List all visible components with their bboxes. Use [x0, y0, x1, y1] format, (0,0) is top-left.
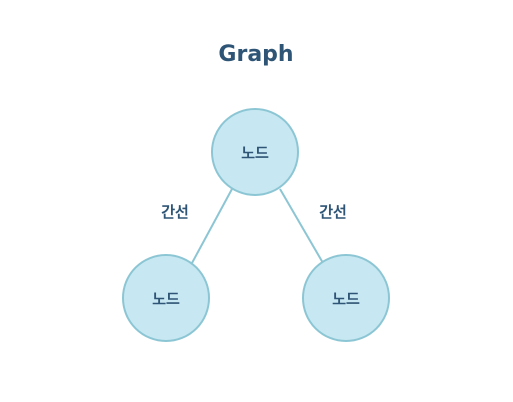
edge-top-bottom-right — [279, 188, 324, 264]
node-bottom-right: 노드 — [302, 254, 390, 342]
node-bottom-right-circle — [302, 254, 390, 342]
node-top: 노드 — [211, 108, 299, 196]
node-bottom-left-circle — [122, 254, 210, 342]
node-bottom-right-label: 노드 — [332, 290, 360, 308]
edge-label-left: 간선 — [161, 203, 189, 221]
node-bottom-left: 노드 — [122, 254, 210, 342]
node-top-circle — [211, 108, 299, 196]
edge-label-right: 간선 — [319, 203, 347, 221]
edge-top-bottom-left — [191, 188, 233, 264]
diagram-title: Graph — [218, 42, 293, 67]
node-top-label: 노드 — [241, 144, 269, 162]
node-bottom-left-label: 노드 — [152, 290, 180, 308]
